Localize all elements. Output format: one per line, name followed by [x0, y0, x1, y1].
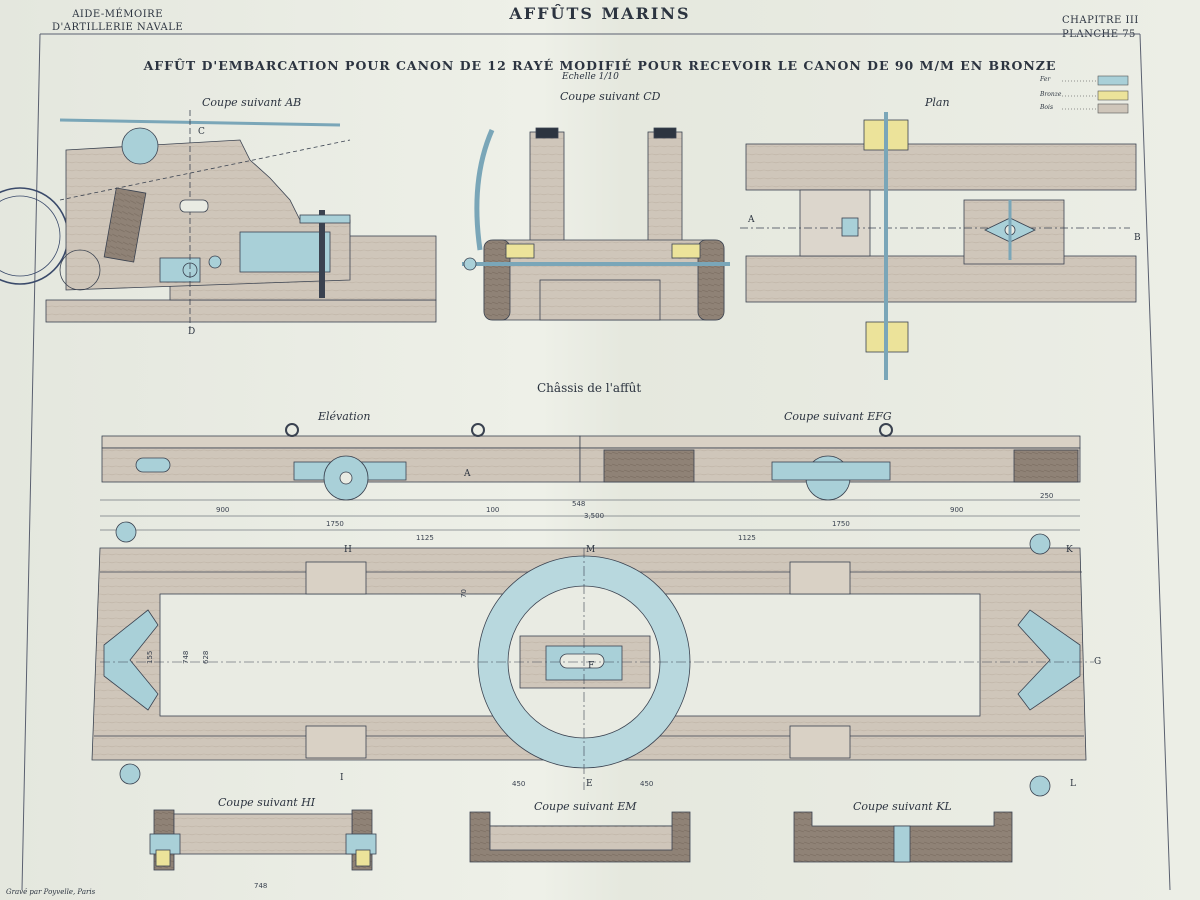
caption-coupe-cd: Coupe suivant CD — [560, 90, 661, 103]
chapter-label: CHAPITRE III — [1062, 15, 1139, 26]
caption-plan: Plan — [925, 96, 950, 109]
dim-3500: 3,500 — [584, 512, 604, 520]
caption-coupe-kl: Coupe suivant KL — [853, 800, 952, 813]
dim-748-hi: 748 — [254, 882, 267, 890]
letter-f: F — [588, 661, 594, 671]
view-coupe-em — [469, 811, 691, 863]
letter-d: D — [188, 327, 195, 337]
legend — [1062, 75, 1129, 114]
letter-h: H — [344, 545, 352, 555]
letter-e: E — [586, 779, 593, 789]
dim-1125-left: 1125 — [416, 534, 434, 542]
caption-elevation: Elévation — [318, 410, 371, 423]
sheet-border — [21, 33, 1171, 891]
dim-450-right: 450 — [640, 780, 653, 788]
caption-coupe-em: Coupe suivant EM — [534, 800, 637, 813]
dim-748-left: 748 — [182, 651, 190, 664]
dim-900-left: 900 — [216, 506, 229, 514]
legend-swatch-bois — [1097, 103, 1129, 114]
dim-155: 155 — [146, 651, 154, 664]
letter-l: L — [1070, 779, 1076, 789]
header-left-line2: D'ARTILLERIE NAVALE — [52, 22, 184, 33]
view-chassis-plan — [91, 521, 1094, 797]
letter-k: K — [1066, 545, 1073, 555]
letter-b-plan: B — [1134, 233, 1141, 243]
view-plan — [740, 112, 1137, 380]
printer-credit: Gravé par Poyvelle, Paris — [6, 888, 96, 896]
view-elevation — [100, 423, 1081, 531]
dim-70: 70 — [460, 589, 468, 598]
dim-900-right: 900 — [950, 506, 963, 514]
scale-label: Echelle 1/10 — [562, 72, 619, 82]
dim-250: 250 — [1040, 492, 1053, 500]
letter-m: M — [586, 545, 595, 555]
legend-label-bronze: Bronze — [1040, 91, 1062, 98]
dim-1750-right: 1750 — [832, 520, 850, 528]
sheet-title: AFFÛTS MARINS — [509, 4, 691, 23]
dim-628: 628 — [202, 651, 210, 664]
letter-a-elevation: A — [463, 469, 471, 479]
legend-swatch-fer — [1097, 75, 1129, 86]
letter-g: G — [1094, 657, 1101, 667]
letter-i: I — [340, 773, 344, 783]
caption-coupe-ab: Coupe suivant AB — [202, 96, 302, 109]
letter-c: C — [198, 127, 205, 137]
legend-label-fer: Fer — [1040, 76, 1051, 83]
dim-100: 100 — [486, 506, 499, 514]
drawing-subtitle: AFFÛT D'EMBARCATION POUR CANON DE 12 RAY… — [143, 58, 1057, 73]
view-coupe-ab — [45, 110, 437, 330]
view-coupe-cd — [462, 127, 730, 321]
dim-1750-left: 1750 — [326, 520, 344, 528]
legend-label-bois: Bois — [1040, 104, 1054, 111]
dim-1125-right: 1125 — [738, 534, 756, 542]
header-left: AIDE-MÉMOIRE D'ARTILLERIE NAVALE — [52, 8, 183, 34]
legend-swatch-bronze — [1097, 90, 1129, 101]
view-coupe-kl — [793, 811, 1013, 863]
library-stamp — [0, 187, 69, 285]
caption-chassis: Châssis de l'affût — [537, 381, 642, 395]
letter-a-plan: A — [747, 215, 755, 225]
view-coupe-hi — [149, 809, 377, 871]
header-left-line1: AIDE-MÉMOIRE — [72, 9, 163, 20]
dim-450-left: 450 — [512, 780, 525, 788]
caption-coupe-hi: Coupe suivant HI — [218, 796, 316, 809]
dim-548: 548 — [572, 500, 585, 508]
caption-coupe-efg: Coupe suivant EFG — [784, 410, 892, 423]
